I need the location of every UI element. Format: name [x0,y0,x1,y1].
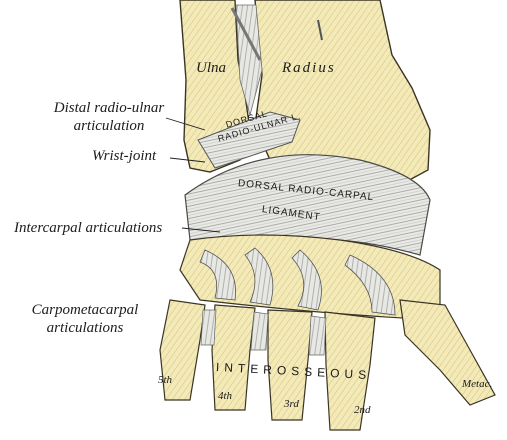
metacarpal-number-5: 5th [158,374,173,386]
interosseous-membrane [235,4,263,117]
carpometacarpal-label-line2: articulations [46,320,124,336]
carpometacarpal-label-line1: Carpometacarpal [31,302,139,318]
intercarpal-label: Intercarpal articulations [14,220,163,236]
metacarpal-inscription: Metac. [462,378,493,390]
intercarpal-ligament-4 [344,254,396,316]
interosseous-ligament-3 [308,315,327,356]
radius-bone [254,0,431,186]
tendon-left [230,7,262,61]
interosseous-ligament-1 [200,309,217,346]
carpal-bones [179,234,441,321]
metacarpal-4 [211,304,256,411]
metacarpal-5 [159,299,206,401]
dorsal-radio-ulnar-ligament [197,111,301,169]
metacarpal-1 [399,299,496,406]
metacarpal-number-4: 4th [218,390,233,402]
intercarpal-ligament-2 [244,247,274,306]
metacarpal-number-2: 2nd [354,404,371,416]
distal-radio-ulnar-label-line2: articulation [73,118,145,134]
interosseous-ligament-2 [250,311,269,351]
intercarpal-ligament-3 [291,249,322,311]
distal-radio-ulnar-label-line1: Distal radio-ulnar [53,100,165,116]
metacarpal-number-3: 3rd [284,398,299,410]
metacarpal-3 [267,309,313,421]
metacarpal-2 [324,311,376,431]
radius-label: Radius [282,60,336,76]
metacarpal-bones [159,299,496,431]
tendon-right [317,19,323,41]
intercarpal-ligament-1 [199,249,237,301]
leader-lines [165,117,221,233]
wrist-joint-label: Wrist-joint [92,148,157,164]
ulna-label: Ulna [196,60,226,76]
forearm-bones [179,0,431,186]
